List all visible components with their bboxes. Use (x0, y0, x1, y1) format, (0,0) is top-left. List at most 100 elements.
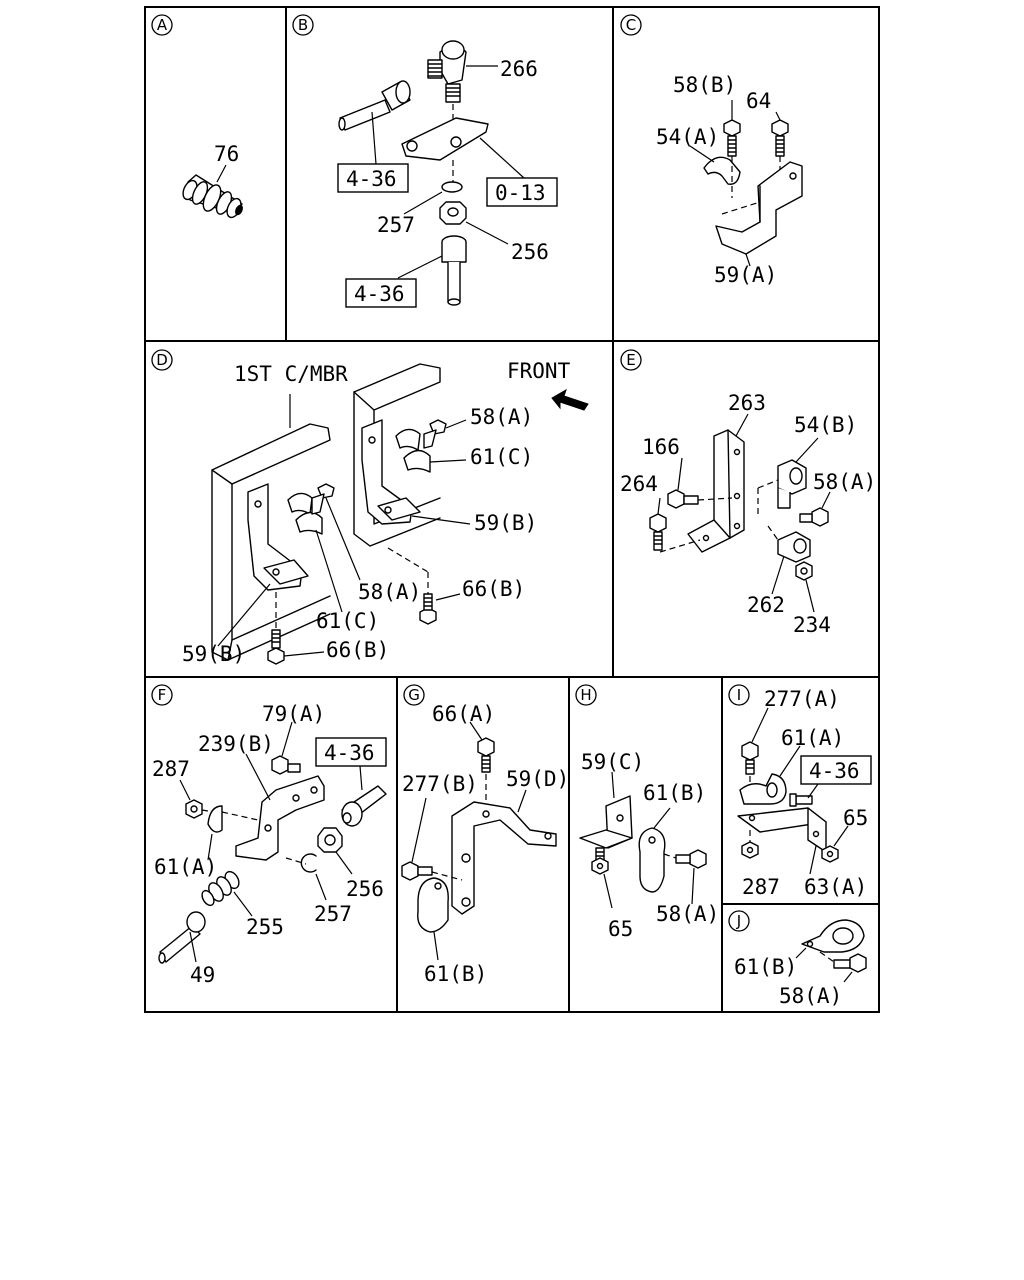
svg-text:C: C (626, 16, 636, 34)
part-label-61c-lower: 61(C) (316, 609, 379, 633)
crossmember-lower-drawing (211, 423, 331, 661)
section-h: 59(C) 61(B) 65 58(A) (579, 750, 719, 941)
section-i: 277(A) 61(A) 4-36 65 287 63(A) (737, 687, 872, 899)
connector-76-drawing (182, 174, 243, 219)
section-badge-h: H (575, 684, 597, 706)
part-label-166: 166 (642, 435, 680, 459)
part-label-256: 256 (511, 240, 549, 264)
svg-text:G: G (408, 686, 420, 704)
svg-text:H: H (580, 686, 591, 704)
bolt-i-drawing (789, 793, 813, 807)
clip-61b-j-drawing (801, 919, 865, 953)
svg-text:B: B (298, 16, 308, 34)
section-badge-d: D (151, 349, 173, 371)
clip-54b-drawing (777, 459, 807, 509)
bracket-upper-drawing (361, 419, 421, 525)
part-label-59c: 59(C) (581, 750, 644, 774)
connector-255-drawing (201, 870, 240, 907)
clip-61c-upper-1 (395, 428, 421, 451)
section-badge-i: I (728, 684, 750, 706)
clip-61a-i-drawing (739, 773, 787, 805)
bracket-263-drawing (687, 429, 745, 553)
clamp-262-drawing (777, 531, 811, 563)
part-label-54a: 54(A) (656, 125, 719, 149)
bolt-79a-drawing (271, 755, 301, 775)
part-label-256-f: 256 (346, 877, 384, 901)
part-label-63a: 63(A) (804, 875, 867, 899)
bracket-lower-drawing (247, 483, 309, 591)
part-label-61b-h: 61(B) (643, 781, 706, 805)
svg-text:E: E (626, 351, 635, 369)
part-label-59a: 59(A) (714, 263, 777, 287)
section-badge-j: J (728, 910, 750, 932)
part-label-76: 76 (214, 142, 239, 166)
part-label-61b-j: 61(B) (734, 955, 797, 979)
lower-pipe-fitting-drawing (441, 235, 467, 306)
clip-61c-lower-2 (295, 511, 323, 535)
bolt-264-drawing (649, 513, 667, 551)
snap-ring-257-drawing (300, 853, 317, 873)
mounting-plate-drawing (401, 117, 489, 161)
part-label-59b-upper: 59(B) (474, 511, 537, 535)
part-label-277b: 277(B) (402, 772, 478, 796)
part-label-255: 255 (246, 915, 284, 939)
part-label-59d: 59(D) (506, 767, 569, 791)
section-badge-c: C (620, 14, 642, 36)
part-label-257: 257 (377, 213, 415, 237)
part-label-79a: 79(A) (262, 702, 325, 726)
bolt-58a-upper-drawing (423, 419, 447, 449)
section-e: 263 166 54(B) 264 58(A) 262 234 (620, 391, 876, 637)
bolt-58a-j-drawing (833, 953, 867, 973)
reference-4-36-upper: 4-36 (346, 167, 397, 191)
clip-61b-g-drawing (417, 877, 449, 933)
bracket-59d-drawing (451, 801, 557, 915)
bolt-277a-drawing (741, 741, 759, 775)
washer-257-drawing (441, 181, 463, 193)
clip-61a-f-drawing (207, 805, 223, 833)
pipe-49-drawing (158, 911, 206, 964)
section-a: 76 (182, 142, 243, 219)
reference-0-13: 0-13 (495, 181, 546, 205)
part-label-54b: 54(B) (794, 413, 857, 437)
part-label-49: 49 (190, 963, 215, 987)
bracket-63a-drawing (737, 807, 827, 853)
bolt-166-drawing (667, 489, 699, 509)
pipe-fitting-drawing (338, 80, 411, 131)
fitting-f-drawing (341, 785, 387, 827)
part-label-66b-upper: 66(B) (462, 577, 525, 601)
clip-54a-drawing (703, 156, 741, 185)
bolt-58b-drawing (723, 119, 741, 157)
part-label-64: 64 (746, 89, 771, 113)
nut-287-f-drawing (185, 799, 203, 819)
part-label-66b-lower: 66(B) (326, 638, 389, 662)
section-badge-e: E (620, 349, 642, 371)
nut-234-drawing (795, 561, 813, 581)
section-c: 58(B) 64 54(A) 59(A) (656, 73, 803, 287)
part-label-264: 264 (620, 472, 658, 496)
part-label-61b-g: 61(B) (424, 962, 487, 986)
part-label-58b: 58(B) (673, 73, 736, 97)
nut-256-drawing (439, 201, 467, 225)
part-label-239b: 239(B) (198, 732, 274, 756)
crossmember-label: 1ST C/MBR (234, 362, 348, 386)
section-badge-f: F (151, 684, 173, 706)
part-label-58a-upper: 58(A) (470, 405, 533, 429)
reference-4-36-f: 4-36 (324, 741, 375, 765)
part-label-266: 266 (500, 57, 538, 81)
part-label-65-h: 65 (608, 917, 633, 941)
section-b: 266 4-36 0-13 257 256 4-36 (337, 40, 558, 308)
part-label-65-i: 65 (843, 806, 868, 830)
svg-text:F: F (158, 686, 167, 704)
svg-text:A: A (157, 16, 168, 34)
bolt-66b-upper-drawing (419, 593, 437, 625)
part-label-61c-upper: 61(C) (470, 445, 533, 469)
bolt-66b-lower-drawing (267, 629, 285, 665)
svg-text:J: J (736, 912, 741, 930)
diagram-frame (144, 6, 880, 1013)
part-label-61a-f: 61(A) (154, 855, 217, 879)
banjo-fitting-266-drawing (427, 40, 467, 103)
part-label-287-i: 287 (742, 875, 780, 899)
nut-65-h-drawing (591, 857, 609, 875)
bolt-58a-e-drawing (799, 507, 829, 527)
